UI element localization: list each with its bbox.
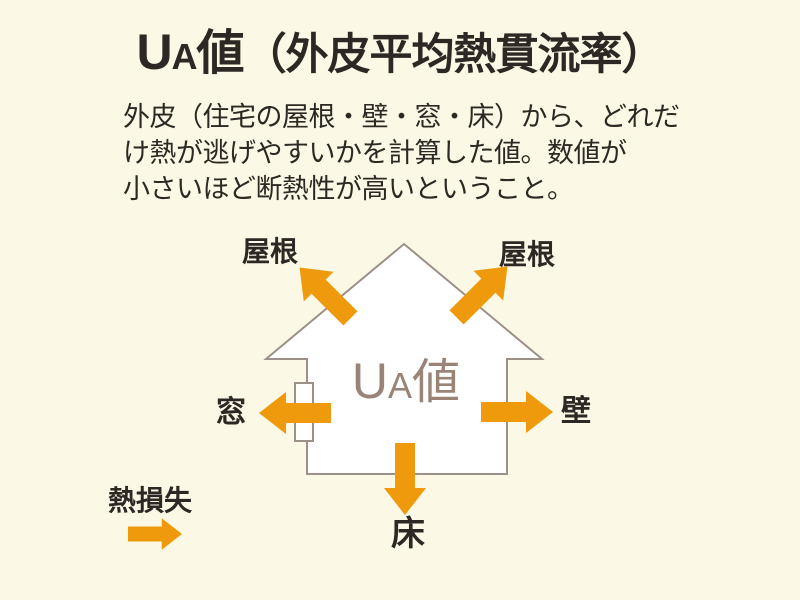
roof-left-arrow-icon	[299, 267, 358, 326]
heat-loss-legend-label: 熱損失	[108, 485, 193, 516]
house-center-text: UA値	[329, 356, 483, 419]
house-text-a: A	[388, 365, 413, 406]
description-line-2: け熱が逃げやすいかを計算した値。数値が	[123, 138, 627, 168]
title-value-kanji: 値	[196, 27, 245, 80]
floor-label: 床	[391, 515, 425, 553]
wall-arrow-icon	[481, 391, 553, 433]
roof-right-arrow-icon	[449, 266, 508, 325]
window-label: 窓	[216, 396, 246, 429]
page-title: UA値（外皮平均熱貫流率）	[0, 24, 800, 93]
description-line-1: 外皮（住宅の屋根・壁・窓・床）から、どれだ	[123, 102, 680, 132]
house-text-u: U	[351, 353, 389, 409]
roof-right-label: 屋根	[498, 239, 555, 270]
heat-loss-legend-arrow-icon	[128, 518, 182, 550]
title-subtitle: （外皮平均熱貫流率）	[243, 31, 665, 79]
window-arrow-icon	[259, 392, 331, 434]
title-u: U	[136, 24, 172, 80]
wall-label: 壁	[561, 395, 591, 428]
house-text-value-kanji: 値	[412, 356, 461, 409]
title-a: A	[171, 36, 198, 77]
description-paragraph: 外皮（住宅の屋根・壁・窓・床）から、どれだ け熱が逃げやすいかを計算した値。数値…	[123, 99, 680, 207]
floor-arrow-icon	[384, 443, 426, 515]
roof-left-label: 屋根	[241, 236, 298, 267]
description-line-3: 小さいほど断熱性が高いということ。	[123, 174, 574, 204]
